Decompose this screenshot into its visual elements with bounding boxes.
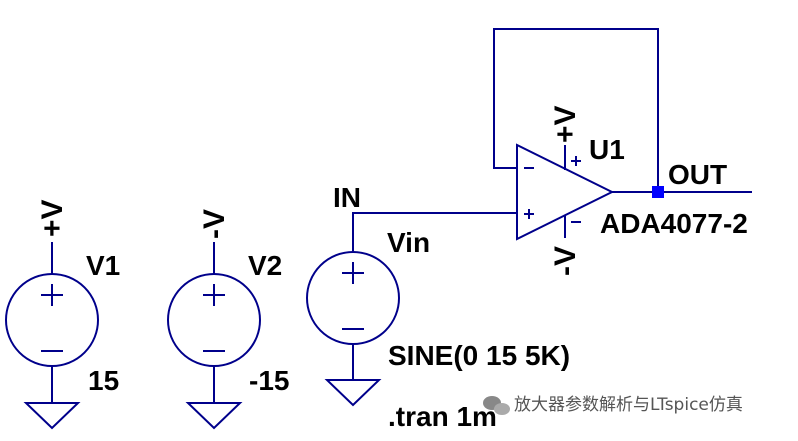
opamp-vplus-flag: +V: [549, 105, 582, 143]
in-net-wire[interactable]: [352, 212, 517, 216]
v2-value-label: -15: [249, 365, 289, 396]
v2-ref-label: V2: [248, 250, 282, 281]
v2-net-flag: -V: [198, 209, 231, 239]
spice-directive: .tran 1m: [388, 401, 497, 432]
out-net-label: OUT: [668, 159, 727, 190]
v1-ref-label: V1: [86, 250, 120, 281]
wechat-icon: [483, 396, 510, 415]
vin-ref-label: Vin: [387, 227, 430, 258]
in-net-label: IN: [333, 182, 361, 213]
opamp-ref-label: U1: [589, 134, 625, 165]
feedback-wire[interactable]: [493, 28, 659, 192]
vin-source[interactable]: [306, 216, 400, 407]
v2-ground-symbol: [185, 402, 243, 430]
opamp-vminus-flag: -V: [549, 246, 582, 276]
vin-value-label: SINE(0 15 5K): [388, 340, 570, 371]
watermark-text: 放大器参数解析与LTspice仿真: [514, 395, 743, 415]
opamp-u1[interactable]: [516, 143, 615, 241]
v1-net-flag: +V: [36, 199, 69, 237]
v1-value-label: 15: [88, 365, 119, 396]
v1-ground-symbol: [23, 402, 81, 430]
out-junction-node[interactable]: [652, 186, 664, 198]
v2-source[interactable]: [167, 242, 261, 430]
v1-source[interactable]: [5, 242, 99, 430]
opamp-part-label: ADA4077-2: [600, 208, 748, 239]
vin-ground-symbol: [324, 379, 382, 407]
watermark: 放大器参数解析与LTspice仿真: [483, 395, 743, 415]
